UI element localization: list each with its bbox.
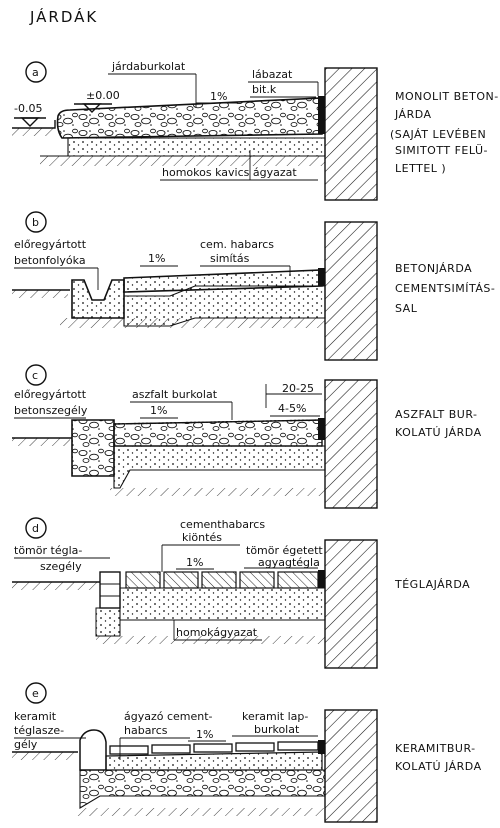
section-d-edge-label-2: szegély [40,560,82,573]
section-a-base-label: homokos kavics ágyazat [162,166,297,179]
section-c-surface-label: aszfalt burkolat [132,388,218,401]
section-e-edge-label-3: gély [14,738,38,751]
section-c: c előregyártott betonszegély aszfalt bur… [12,364,482,509]
section-e-edge-label-2: téglasze- [14,724,64,737]
section-a-desc-1: MONOLIT BETON- [395,90,499,103]
section-d-brick-label-1: tömör égetett [246,544,323,557]
section-b-render-label-1: cem. habarcs [200,238,274,251]
section-c-wall [324,379,378,509]
section-d-desc-1: TÉGLAJÁRDA [394,578,470,591]
section-a-bitumen-strip [318,96,325,134]
section-e-base-layer [79,769,326,809]
section-a-surface-label: járdaburkolat [111,60,186,73]
section-d-wall [324,539,378,669]
section-e-badge: e [25,682,47,704]
section-a-ground [12,120,56,129]
section-d-bricks [125,571,319,589]
section-b-gutter-label-2: betonfolyóka [14,254,86,267]
section-d-letter: d [32,522,39,535]
section-a-level-low: -0.05 [14,102,42,115]
section-d-base-label: homokágyazat [176,626,258,639]
section-e-desc-1: KERAMITBUR- [395,742,476,755]
section-a-base-layer [67,137,326,157]
section-c-slope-label: 1% [150,404,167,417]
section-e-bed-label-1: ágyazó cement- [124,710,213,723]
section-e-bed-label-2: habarcs [124,724,168,737]
section-d-joint-label-2: kiöntés [182,531,222,544]
section-e-tile-label-2: burkolat [254,723,300,736]
section-a-level-top: ±0.00 [86,89,120,102]
section-a-plinth-label: lábazat [252,68,293,81]
section-a-badge: a [25,61,47,83]
section-a-desc-4: SIMITOTT FELÜ- [395,144,488,157]
section-b-badge: b [25,211,47,233]
section-a-desc-3: (SAJÁT LEVÉBEN [390,128,486,141]
section-a-level-marker-top: ±0.00 [74,89,120,113]
section-a-desc-2: JÁRDA [394,108,432,121]
section-d-edge-label-1: tömör tégla- [14,544,82,557]
section-e-desc-2: KOLATÚ JÁRDA [395,760,482,773]
section-d-badge: d [25,517,47,539]
section-c-desc-2: KOLATÚ JÁRDA [395,426,482,439]
section-d-brick-edge [99,571,121,609]
section-e-edge-brick [79,729,107,771]
section-c-base-layer [113,445,326,489]
section-a-letter: a [32,66,39,79]
section-a: a -0.05 ±0.00 járdaburkolat [12,60,499,201]
section-e-mortar-bed [105,751,323,771]
section-b-desc-3: SAL [395,302,418,315]
section-c-fall-label: 4-5% [278,402,306,415]
drawing-title: JÁRDÁK [29,7,98,26]
section-b-desc-2: CEMENTSIMÍTÁS- [395,282,495,295]
section-d-brick-label-2: agyagtégla [258,556,320,569]
section-c-edge-stone [71,419,115,477]
section-c-edge-label-1: előregyártott [14,388,87,401]
section-b-render-label-2: simítás [210,252,250,265]
section-e-letter: e [32,687,39,700]
section-b-slope-label: 1% [148,252,165,265]
section-e-wall [324,709,378,823]
section-d-sand-base [119,587,326,621]
section-b-desc-1: BETONJÁRDA [395,262,472,275]
section-b-letter: b [32,216,39,229]
section-e-slope-label: 1% [196,728,213,741]
section-b-wall [324,221,378,361]
section-c-badge: c [25,364,47,386]
section-a-bitumen-label: bit.k [252,83,277,96]
section-b-gutter-label-1: előregyártott [14,238,87,251]
section-d-slope-label: 1% [186,556,203,569]
section-a-level-marker-low: -0.05 [14,102,46,127]
section-a-desc-5: LETTEL ) [395,162,446,175]
section-c-asphalt-layer [113,419,323,447]
section-c-desc-1: ASZFALT BUR- [395,408,477,421]
section-a-wall [324,67,378,201]
section-b: b előregyártott betonfolyóka cem. habarc… [12,211,495,361]
section-d: d cementhabarcs kiöntés tömör tégla- sze… [12,517,470,669]
section-d-joint-label-1: cementhabarcs [180,518,265,531]
section-e-edge-label-1: keramit [14,710,57,723]
section-c-dim-label: 20-25 [282,382,314,395]
section-e: e keramit téglasze- gély ágyazó cement- … [12,682,482,823]
section-e-tile-label-1: keramit lap- [242,710,308,723]
section-c-edge-label-2: betonszegély [14,404,88,417]
section-c-letter: c [32,369,38,382]
section-a-slope-label: 1% [210,90,227,103]
